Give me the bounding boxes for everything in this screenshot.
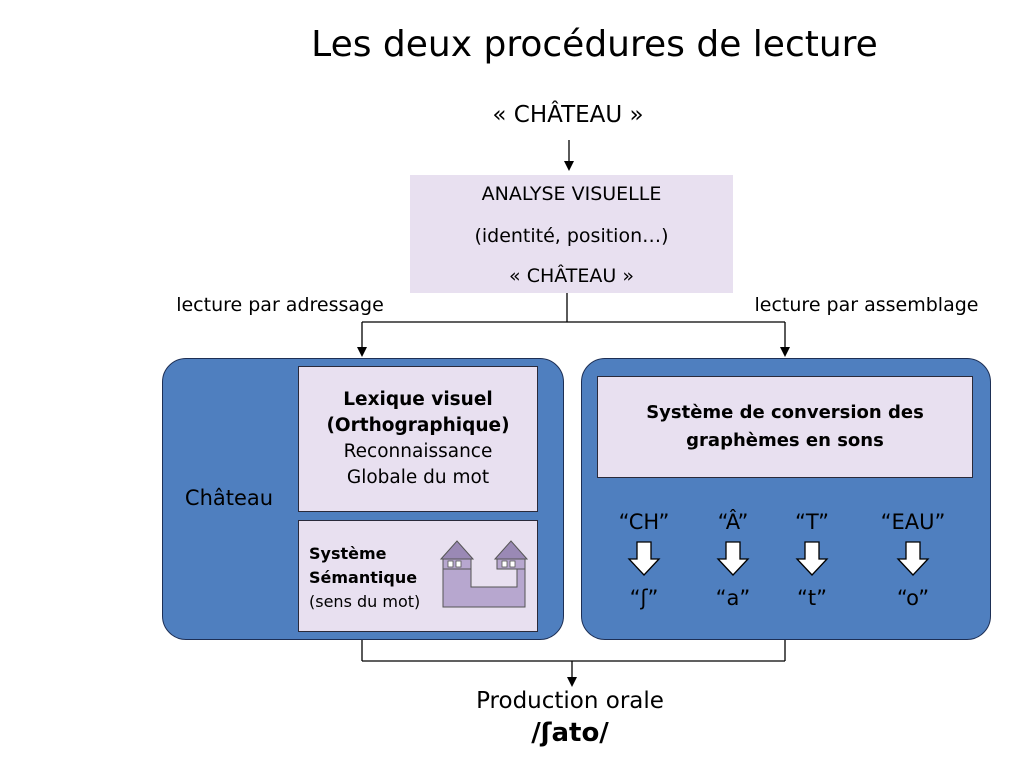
down-arrow-icon: [716, 541, 750, 576]
route-label-addressing: lecture par adressage: [176, 294, 384, 316]
phoneme-t: “t”: [797, 586, 827, 610]
conversion-title-2: graphèmes en sons: [686, 430, 884, 451]
conversion-title-1: Système de conversion des: [646, 402, 924, 423]
lexicon-desc-1: Reconnaissance: [343, 441, 493, 462]
visual-analysis-word: « CHÂTEAU »: [509, 265, 634, 287]
visual-analysis-box: ANALYSE VISUELLE (identité, position…) «…: [410, 175, 733, 293]
lexicon-subtitle: (Orthographique): [326, 415, 510, 436]
semantic-desc: (sens du mot): [309, 592, 421, 611]
semantic-title-2: Sémantique: [309, 568, 418, 587]
visual-analysis-detail: (identité, position…): [474, 225, 669, 247]
grapheme-eau: “EAU”: [880, 510, 946, 534]
oral-production-phonetic: /ʃato/: [531, 718, 609, 748]
down-arrow-icon: [896, 541, 930, 576]
castle-icon: [439, 540, 529, 608]
semantic-system-box: Système Sémantique (sens du mot): [298, 520, 538, 632]
page-title: Les deux procédures de lecture: [311, 24, 878, 65]
semantic-title-1: Système: [309, 544, 387, 563]
lexicon-desc-2: Globale du mot: [346, 467, 490, 488]
route-label-assembly: lecture par assemblage: [754, 294, 979, 316]
grapheme-t: “T”: [794, 510, 830, 534]
chateau-label: Château: [184, 486, 274, 510]
grapheme-a: “Â”: [717, 510, 749, 534]
phoneme-a: “a”: [715, 586, 751, 610]
lexicon-title: Lexique visuel: [343, 389, 493, 410]
visual-lexicon-box: Lexique visuel (Orthographique) Reconnai…: [298, 366, 538, 512]
input-word: « CHÂTEAU »: [492, 102, 644, 128]
phoneme-sh: “ʃ”: [629, 586, 659, 610]
phoneme-o: “o”: [896, 586, 930, 610]
grapheme-conversion-box: Système de conversion des graphèmes en s…: [597, 376, 973, 478]
down-arrow-icon: [627, 541, 661, 576]
grapheme-ch: “CH”: [618, 510, 670, 534]
visual-analysis-title: ANALYSE VISUELLE: [481, 183, 662, 205]
oral-production-label: Production orale: [476, 688, 664, 714]
down-arrow-icon: [795, 541, 829, 576]
